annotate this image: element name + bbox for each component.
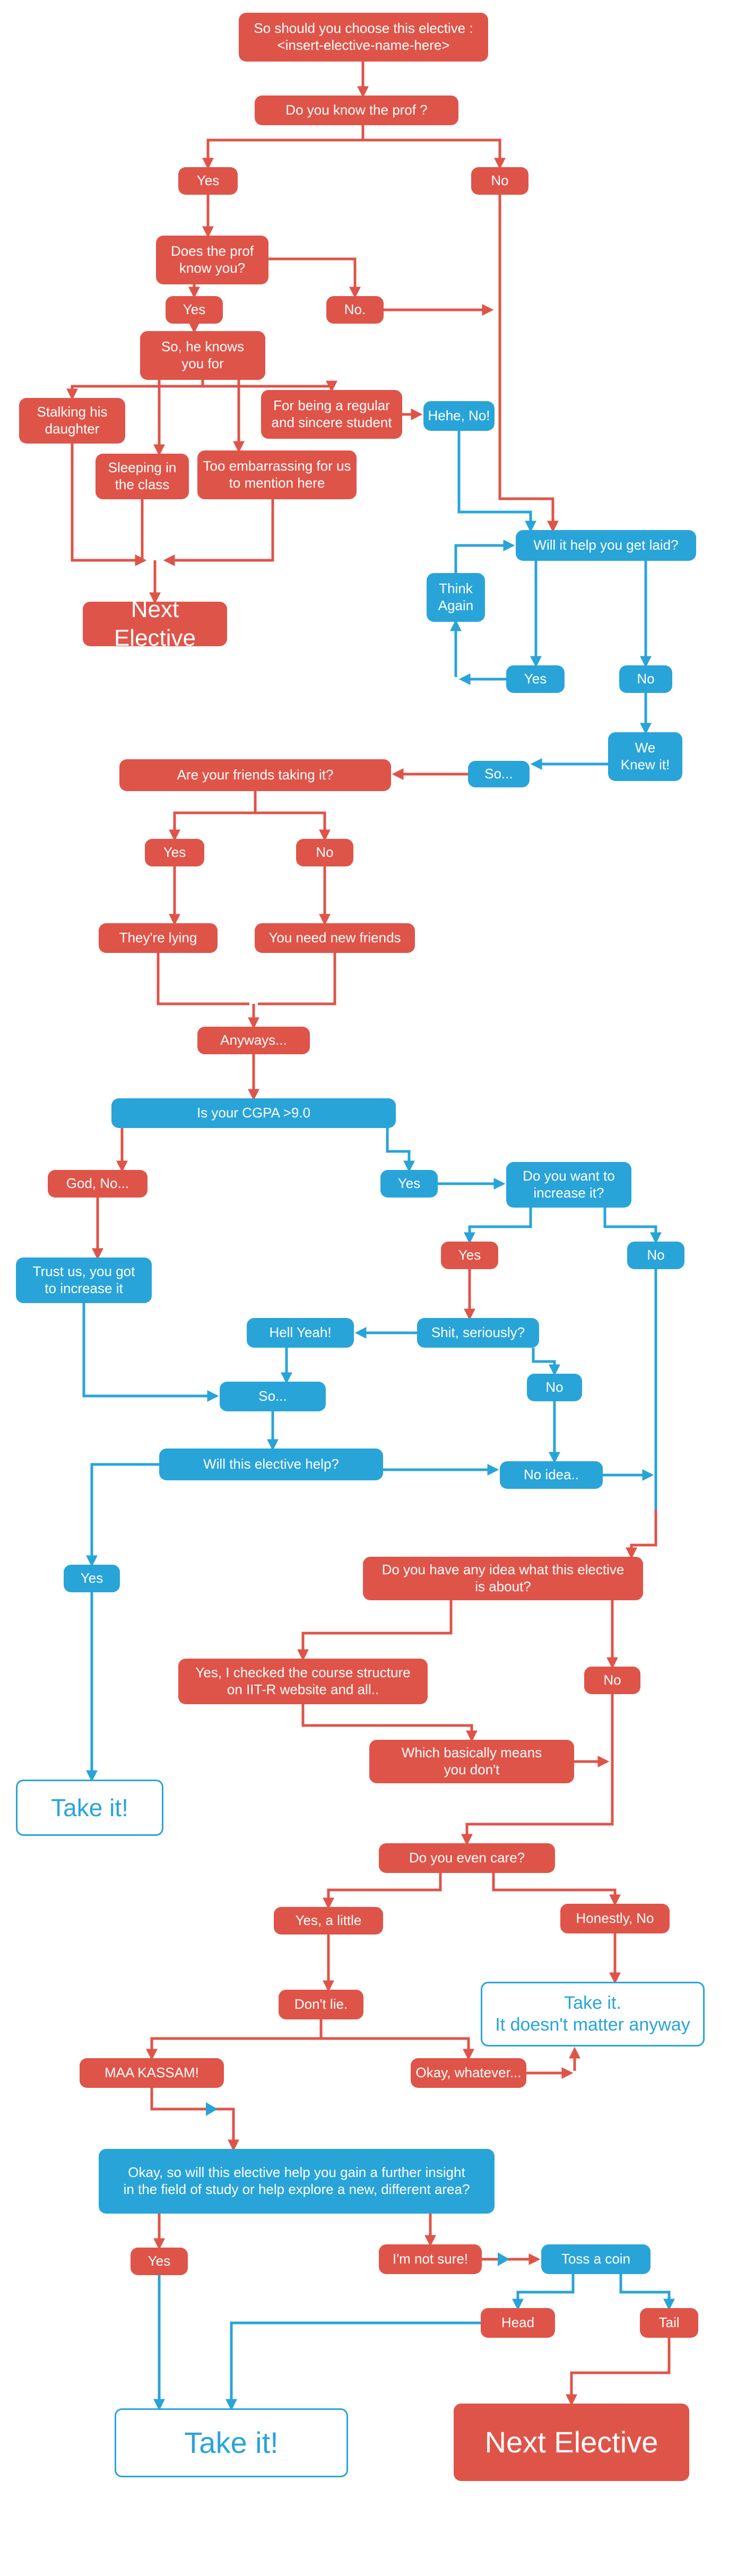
edge-embarrassing-merge [163, 499, 274, 567]
edge-newfriends-merge [258, 953, 336, 1005]
node-yes-increase: Yes [441, 1242, 498, 1269]
node-no-friends: No [296, 839, 353, 866]
node-yes-cgpa: Yes [380, 1170, 438, 1198]
node-theyre-lying: They're lying [99, 923, 218, 953]
edge-dontlie-okay [321, 2037, 475, 2061]
node-yes-friends: Yes [145, 839, 204, 866]
node-so-1: So... [468, 761, 530, 787]
edge-cgpa-yes [386, 1128, 415, 1173]
edge-shit-no [532, 1348, 561, 1376]
node-not-sure: I'm not sure! [379, 2244, 482, 2274]
edge-toss-tail [619, 2274, 675, 2311]
node-think-again: Think Again [427, 573, 485, 622]
node-tail: Tail [640, 2308, 698, 2338]
node-toss-coin: Toss a coin [541, 2244, 651, 2274]
node-title: So should you choose this elective : <in… [239, 13, 488, 62]
node-anyways: Anyways... [197, 1027, 310, 1054]
edge-knowsfor-stalking [66, 380, 204, 401]
edge-lying-merge [157, 953, 249, 1005]
node-no-prof-knows: No. [326, 296, 384, 324]
node-basically: Which basically means you don't [369, 1740, 574, 1783]
node-head: Head [481, 2308, 555, 2338]
edge-stalking-merge [71, 444, 147, 567]
node-no-shit: No [527, 1374, 582, 1401]
edge-knowprof-no [363, 138, 506, 170]
edge-friends-yes [168, 791, 257, 842]
edge-friends-no [255, 811, 331, 842]
edge-hehe-getlaid [457, 431, 537, 533]
edge-trustus-so [82, 1303, 219, 1402]
node-any-idea: Do you have any idea what this elective … [363, 1557, 643, 1600]
node-checked-structure: Yes, I checked the course structure on I… [178, 1659, 428, 1704]
node-maa-kassam: MAA KASSAM! [80, 2058, 224, 2088]
edge-evencare-yeslittle [322, 1873, 442, 1910]
node-next-elective-2: Next Elective [454, 2404, 689, 2481]
edge-maa-bigquestion [150, 2088, 240, 2152]
node-god-no: God, No... [48, 1170, 148, 1198]
edge-anyidea-checked [297, 1600, 453, 1661]
edge-evencare-honestly [492, 1873, 621, 1906]
node-regular-student: For being a regular and sincere student [261, 390, 402, 439]
edge-knowsfor-regular [203, 380, 338, 393]
node-knows-you-for: So, he knows you for [140, 331, 265, 380]
node-yes-prof-knows: Yes [166, 296, 223, 324]
edge-tail-nextelective [565, 2338, 671, 2406]
junction-arrow-bigquestion [206, 2102, 218, 2116]
node-yes-final: Yes [131, 2248, 188, 2275]
node-take-it-1: Take it! [16, 1780, 163, 1836]
node-so-2: So... [220, 1382, 326, 1411]
node-get-laid: Will it help you get laid? [516, 530, 696, 561]
node-no-increase: No [627, 1242, 684, 1269]
node-we-knew-it: We Knew it! [608, 732, 682, 781]
node-embarrassing: Too embarrassing for us to mention here [197, 450, 357, 499]
node-take-it-2: Take it. It doesn't matter anyway [481, 1982, 705, 2046]
node-yes-help: Yes [64, 1565, 120, 1592]
edge-toss-head [511, 2274, 575, 2311]
node-no-know: No [471, 167, 528, 195]
node-yes-know: Yes [178, 167, 238, 195]
node-sleeping: Sleeping in the class [96, 454, 189, 499]
node-shit-seriously: Shit, seriously? [417, 1318, 539, 1348]
edge-noincrease-anyidea [625, 1510, 657, 1559]
edge-thinkagain-getlaid [454, 539, 515, 573]
node-no-idea-about: No [584, 1667, 640, 1694]
node-increase-it: Do you want to increase it? [506, 1162, 631, 1208]
node-even-care: Do you even care? [379, 1843, 555, 1873]
edge-increase-yes [463, 1208, 532, 1244]
node-trust-us: Trust us, you got to increase it [16, 1257, 152, 1303]
edge-knowprof-yes [202, 125, 365, 170]
node-hehe-no: Hehe, No! [423, 401, 495, 431]
edge-head-takeit3 [225, 2321, 481, 2411]
node-okay-whatever: Okay, whatever... [411, 2058, 526, 2088]
node-elective-help: Will this elective help? [159, 1449, 383, 1480]
node-honestly-no: Honestly, No [560, 1904, 670, 1933]
node-yes-laid: Yes [506, 665, 565, 693]
node-hell-yeah: Hell Yeah! [247, 1318, 354, 1348]
edge-help-yes [85, 1463, 159, 1567]
node-yes-little: Yes, a little [274, 1907, 383, 1935]
node-stalking: Stalking his daughter [19, 398, 125, 444]
node-new-friends: You need new friends [255, 923, 415, 953]
node-next-elective-1: Next Elective [83, 596, 227, 651]
node-big-question: Okay, so will this elective help you gai… [99, 2149, 495, 2214]
node-friends-taking: Are your friends taking it? [119, 759, 391, 791]
edge-no-evencare [461, 1694, 614, 1846]
node-no-laid: No [619, 665, 672, 693]
edge-no-getlaid [498, 195, 559, 533]
edge-increase-no [603, 1208, 662, 1244]
node-dont-lie: Don't lie. [279, 1990, 363, 2019]
node-no-idea: No idea.. [500, 1461, 603, 1489]
junction-arrow-tosscoin [498, 2252, 509, 2266]
edge-checked-basically [301, 1704, 478, 1742]
node-cgpa: Is your CGPA >9.0 [111, 1098, 396, 1128]
node-prof-know-you: Does the prof know you? [156, 236, 268, 284]
edge-dontlie-maa [145, 2019, 323, 2061]
node-know-prof: Do you know the prof ? [255, 96, 458, 125]
node-take-it-3: Take it! [115, 2408, 348, 2477]
edge-profknow-no [268, 257, 361, 299]
